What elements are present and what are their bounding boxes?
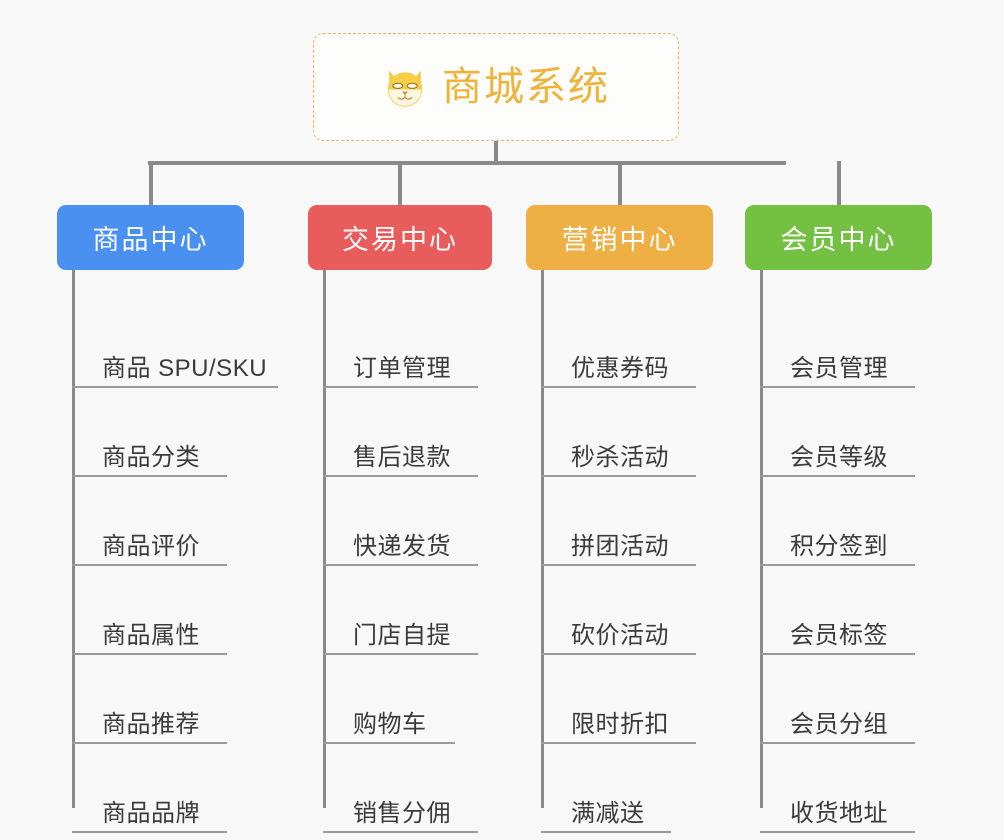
leaf-item[interactable]: 快递发货	[323, 522, 478, 566]
leaf-item[interactable]: 收货地址	[760, 789, 915, 833]
leaf-item-label: 销售分佣	[353, 800, 451, 827]
leaf-item-label: 购物车	[353, 711, 427, 738]
leaf-item[interactable]: 门店自提	[323, 611, 478, 655]
leaf-item-label: 商品 SPU/SKU	[102, 355, 268, 382]
category-column-2: 交易中心订单管理售后退款快递发货门店自提购物车销售分佣	[308, 205, 492, 833]
category-header-label: 营销中心	[561, 225, 678, 255]
leaf-item-label: 商品属性	[102, 622, 200, 649]
leaf-item-label: 商品推荐	[102, 711, 200, 738]
dog-face-icon	[387, 70, 423, 109]
category-column-3: 营销中心优惠券码秒杀活动拼团活动砍价活动限时折扣满减送	[526, 205, 713, 833]
root-title: 商城系统	[442, 65, 610, 109]
category-header-label: 商品中心	[92, 225, 209, 255]
leaf-item[interactable]: 商品品牌	[72, 789, 227, 833]
leaf-item[interactable]: 会员管理	[760, 344, 915, 388]
leaf-item-label: 会员分组	[790, 711, 888, 738]
leaf-item[interactable]: 购物车	[323, 700, 455, 744]
leaf-item-label: 积分签到	[790, 533, 888, 560]
leaf-item[interactable]: 限时折扣	[541, 700, 696, 744]
category-trunk	[760, 270, 763, 808]
leaf-item[interactable]: 商品 SPU/SKU	[72, 344, 278, 388]
leaf-item[interactable]: 会员等级	[760, 433, 915, 477]
leaf-item-label: 会员标签	[790, 622, 888, 649]
connector-stem	[494, 141, 498, 165]
leaf-item[interactable]: 砍价活动	[541, 611, 696, 655]
leaf-item[interactable]: 商品属性	[72, 611, 227, 655]
category-trunk	[541, 270, 544, 808]
leaf-item-label: 砍价活动	[571, 622, 669, 649]
leaf-item[interactable]: 积分签到	[760, 522, 915, 566]
connector-drop-4	[836, 161, 841, 205]
leaf-item[interactable]: 会员分组	[760, 700, 915, 744]
category-header-label: 交易中心	[342, 225, 458, 255]
connector-drop-2	[398, 161, 402, 205]
category-header[interactable]: 营销中心	[526, 205, 713, 270]
leaf-item[interactable]: 拼团活动	[541, 522, 696, 566]
leaf-item-label: 拼团活动	[571, 533, 669, 560]
leaf-item-label: 门店自提	[353, 622, 451, 649]
category-header[interactable]: 交易中心	[308, 205, 492, 270]
leaf-item-label: 限时折扣	[571, 711, 669, 738]
leaf-item-label: 满减送	[571, 800, 645, 827]
category-header[interactable]: 会员中心	[745, 205, 932, 270]
connector-drop-1	[148, 161, 153, 205]
leaf-item[interactable]: 商品评价	[72, 522, 227, 566]
leaf-item-label: 商品评价	[102, 533, 200, 560]
leaf-item[interactable]: 售后退款	[323, 433, 478, 477]
leaf-item-label: 商品品牌	[102, 800, 200, 827]
category-column-4: 会员中心会员管理会员等级积分签到会员标签会员分组收货地址	[745, 205, 932, 833]
leaf-item-label: 会员等级	[790, 444, 888, 471]
leaf-item-label: 商品分类	[102, 444, 200, 471]
leaf-item-label: 快递发货	[353, 533, 451, 560]
connector-bus	[148, 161, 786, 165]
leaf-item[interactable]: 商品推荐	[72, 700, 227, 744]
leaf-item[interactable]: 销售分佣	[323, 789, 478, 833]
leaf-item[interactable]: 会员标签	[760, 611, 915, 655]
leaf-item[interactable]: 优惠券码	[541, 344, 696, 388]
connector-drop-3	[617, 161, 622, 205]
leaf-item[interactable]: 订单管理	[323, 344, 478, 388]
category-trunk	[72, 270, 75, 808]
leaf-item-label: 售后退款	[353, 444, 451, 471]
root-node[interactable]: 商城系统	[313, 33, 679, 141]
leaf-item[interactable]: 满减送	[541, 789, 671, 833]
leaf-item-label: 会员管理	[790, 355, 888, 382]
leaf-item-label: 优惠券码	[571, 355, 669, 382]
leaf-item-label: 订单管理	[353, 355, 451, 382]
category-header-label: 会员中心	[780, 225, 897, 255]
leaf-item-label: 秒杀活动	[571, 444, 669, 471]
leaf-item-label: 收货地址	[790, 800, 888, 827]
category-header[interactable]: 商品中心	[57, 205, 244, 270]
category-trunk	[323, 270, 326, 808]
leaf-item[interactable]: 秒杀活动	[541, 433, 696, 477]
category-column-1: 商品中心商品 SPU/SKU 商品分类商品评价商品属性商品推荐商品品牌	[57, 205, 278, 833]
leaf-item[interactable]: 商品分类	[72, 433, 227, 477]
